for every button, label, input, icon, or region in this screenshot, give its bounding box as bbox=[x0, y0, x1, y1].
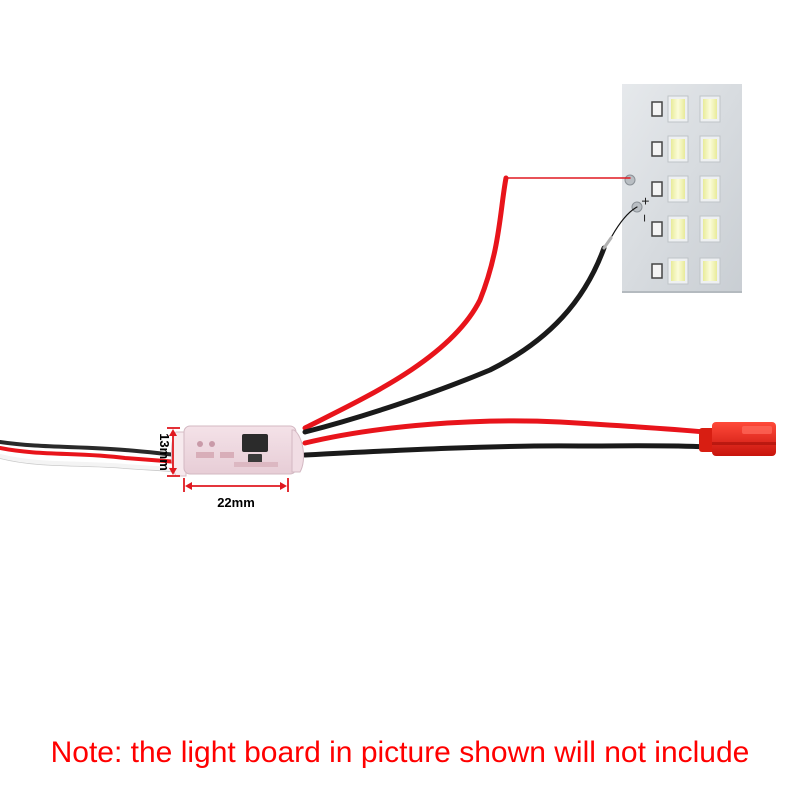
led-chip bbox=[703, 139, 717, 159]
led-chip bbox=[703, 219, 717, 239]
smd-resistor bbox=[651, 141, 663, 157]
led-grid bbox=[651, 95, 721, 285]
led-chip bbox=[671, 219, 685, 239]
battery-wires bbox=[302, 418, 708, 458]
smd-resistor bbox=[651, 263, 663, 279]
jst-connector bbox=[699, 422, 776, 456]
height-arrow-up-icon bbox=[169, 429, 177, 436]
led-chip bbox=[703, 261, 717, 281]
solder-pad-positive bbox=[624, 174, 636, 186]
controller-component bbox=[220, 452, 234, 458]
led-chip bbox=[703, 179, 717, 199]
height-dimension-label: 13mm bbox=[157, 433, 172, 471]
note-text: Note: the light board in picture shown w… bbox=[50, 736, 750, 769]
board-plus-label: + bbox=[638, 197, 654, 205]
smd-resistor bbox=[651, 221, 663, 237]
smd-resistor bbox=[651, 181, 663, 197]
heatshrink-right-cap bbox=[291, 429, 305, 473]
controller-chip-small bbox=[248, 454, 262, 464]
led-black-wire-tip bbox=[602, 236, 613, 250]
servo-signal-lead bbox=[0, 440, 180, 473]
servo-black-wire bbox=[0, 440, 180, 457]
dimension-height bbox=[167, 427, 180, 477]
jst-connector-neck bbox=[699, 428, 715, 452]
controller-component bbox=[209, 441, 215, 447]
led-black-wire bbox=[302, 245, 607, 435]
controller-component bbox=[196, 452, 214, 458]
controller-component bbox=[197, 441, 203, 447]
led-output-wires bbox=[302, 175, 638, 435]
led-light-board: + − bbox=[622, 84, 742, 293]
led-chip bbox=[671, 99, 685, 119]
board-minus-label: − bbox=[637, 214, 653, 222]
width-dimension-label: 22mm bbox=[217, 495, 255, 510]
smd-resistor bbox=[651, 101, 663, 117]
led-chip bbox=[703, 99, 717, 119]
led-black-jumper bbox=[611, 206, 638, 237]
width-arrow-left-icon bbox=[185, 482, 192, 490]
width-arrow-right-icon bbox=[280, 482, 287, 490]
led-red-wire bbox=[302, 175, 509, 431]
battery-black-wire bbox=[302, 443, 708, 458]
dimension-width bbox=[183, 478, 289, 492]
controller-chip bbox=[242, 434, 268, 452]
servo-red-wire bbox=[0, 446, 180, 464]
led-chip bbox=[671, 139, 685, 159]
battery-red-wire bbox=[302, 418, 708, 446]
jst-connector-latch bbox=[742, 426, 772, 434]
led-chip bbox=[671, 179, 685, 199]
controller-component bbox=[234, 462, 278, 467]
led-chip bbox=[671, 261, 685, 281]
height-arrow-down-icon bbox=[169, 468, 177, 475]
servo-white-wire-outline bbox=[0, 458, 179, 473]
controller-module bbox=[171, 425, 305, 477]
jst-connector-groove bbox=[712, 442, 776, 445]
servo-white-wire bbox=[0, 454, 180, 472]
